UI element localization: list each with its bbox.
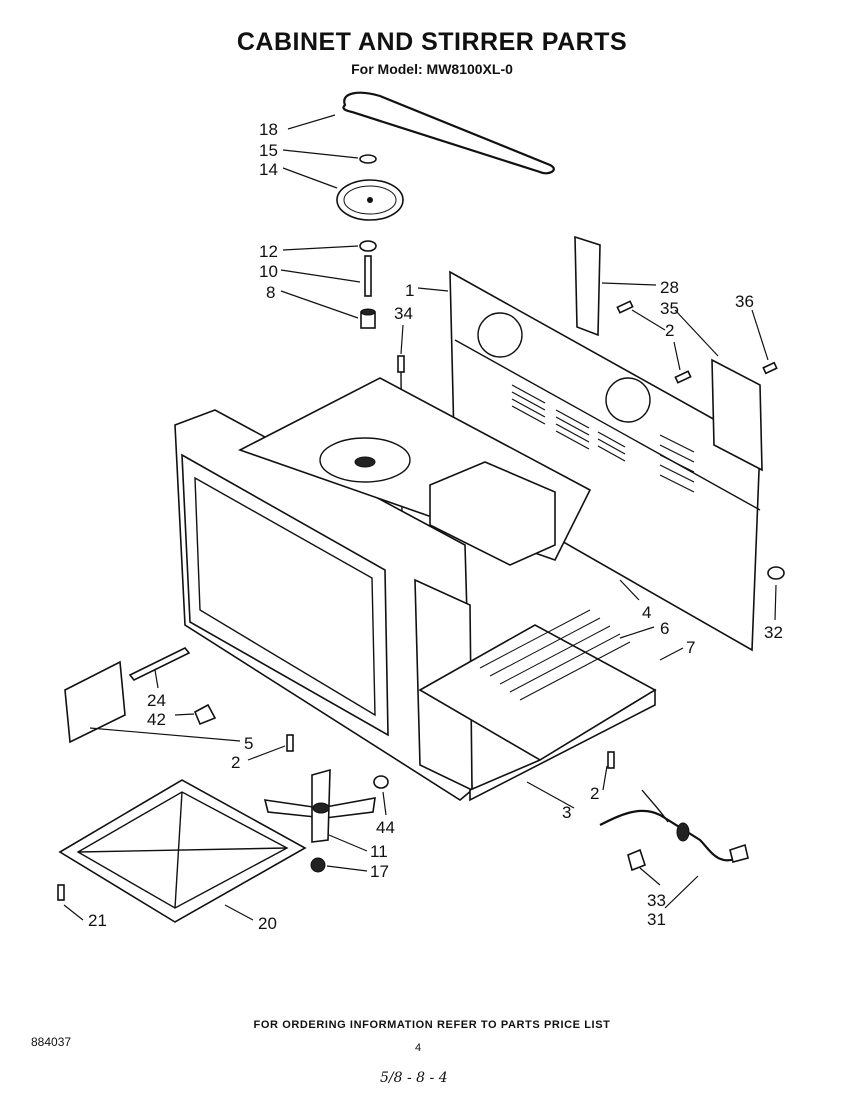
callout-2-top: 2 — [665, 321, 674, 340]
callout-6: 6 — [660, 619, 669, 638]
callout-12: 12 — [259, 242, 278, 261]
cover-plate — [574, 235, 601, 337]
screw-2c — [286, 734, 294, 752]
callout-7: 7 — [686, 638, 695, 657]
callout-34: 34 — [394, 304, 413, 323]
base-tray — [58, 779, 307, 923]
callout-17: 17 — [370, 862, 389, 881]
stirrer-pulley — [336, 179, 404, 221]
stirrer-belt — [342, 91, 555, 175]
callout-1: 1 — [405, 281, 414, 300]
grommet-part — [767, 566, 785, 580]
ordering-note: FOR ORDERING INFORMATION REFER TO PARTS … — [253, 1019, 611, 1031]
side-panel — [64, 660, 126, 744]
callout-14: 14 — [259, 160, 278, 179]
callout-35: 35 — [660, 299, 679, 318]
screw-2a — [616, 300, 634, 314]
side-bracket — [711, 358, 763, 472]
handwritten-note: 5/8 - 8 - 4 — [380, 1070, 448, 1086]
callout-33: 33 — [647, 891, 666, 910]
document-number: 884037 — [31, 1035, 72, 1049]
leader-lines — [63, 114, 777, 921]
callout-44: 44 — [376, 818, 395, 837]
stirrer-shaft — [364, 255, 372, 297]
callout-8: 8 — [266, 283, 275, 302]
callout-labels: 18 15 14 12 10 8 34 1 28 2 35 36 4 6 7 3… — [88, 120, 783, 933]
clip-part — [193, 703, 217, 726]
callout-20: 20 — [258, 914, 277, 933]
fan-blade — [263, 768, 376, 843]
knob-part — [373, 775, 389, 789]
callout-42: 42 — [147, 710, 166, 729]
callout-4: 4 — [642, 603, 651, 622]
page-number: 4 — [415, 1042, 422, 1054]
callout-24: 24 — [147, 691, 166, 710]
washer-part — [359, 154, 377, 164]
callout-21: 21 — [88, 911, 107, 930]
callout-10: 10 — [259, 262, 278, 281]
callout-31: 31 — [647, 910, 666, 929]
callout-28: 28 — [660, 278, 679, 297]
callout-5: 5 — [244, 734, 253, 753]
screw-2d — [607, 751, 615, 769]
screw-2b — [674, 370, 692, 384]
callout-2-right: 2 — [590, 784, 599, 803]
nut-part — [310, 857, 326, 873]
vent-strip — [128, 646, 191, 682]
callout-3: 3 — [562, 803, 571, 822]
callout-2-left: 2 — [231, 753, 240, 772]
cabinet-frame — [174, 377, 657, 802]
screw-36 — [762, 361, 778, 375]
callout-11: 11 — [370, 842, 388, 861]
back-panel — [449, 270, 761, 652]
callout-15: 15 — [259, 141, 278, 160]
callout-32: 32 — [764, 623, 783, 642]
page-title: CABINET AND STIRRER PARTS — [236, 28, 628, 56]
cord-clamp — [627, 848, 647, 872]
bearing-part — [360, 308, 376, 329]
model-subtitle: For Model: MW8100XL-0 — [351, 61, 513, 77]
screw-21 — [57, 884, 65, 901]
washer-small — [359, 240, 377, 252]
callout-18: 18 — [259, 120, 278, 139]
callout-36: 36 — [735, 292, 754, 311]
power-cord — [599, 789, 749, 863]
